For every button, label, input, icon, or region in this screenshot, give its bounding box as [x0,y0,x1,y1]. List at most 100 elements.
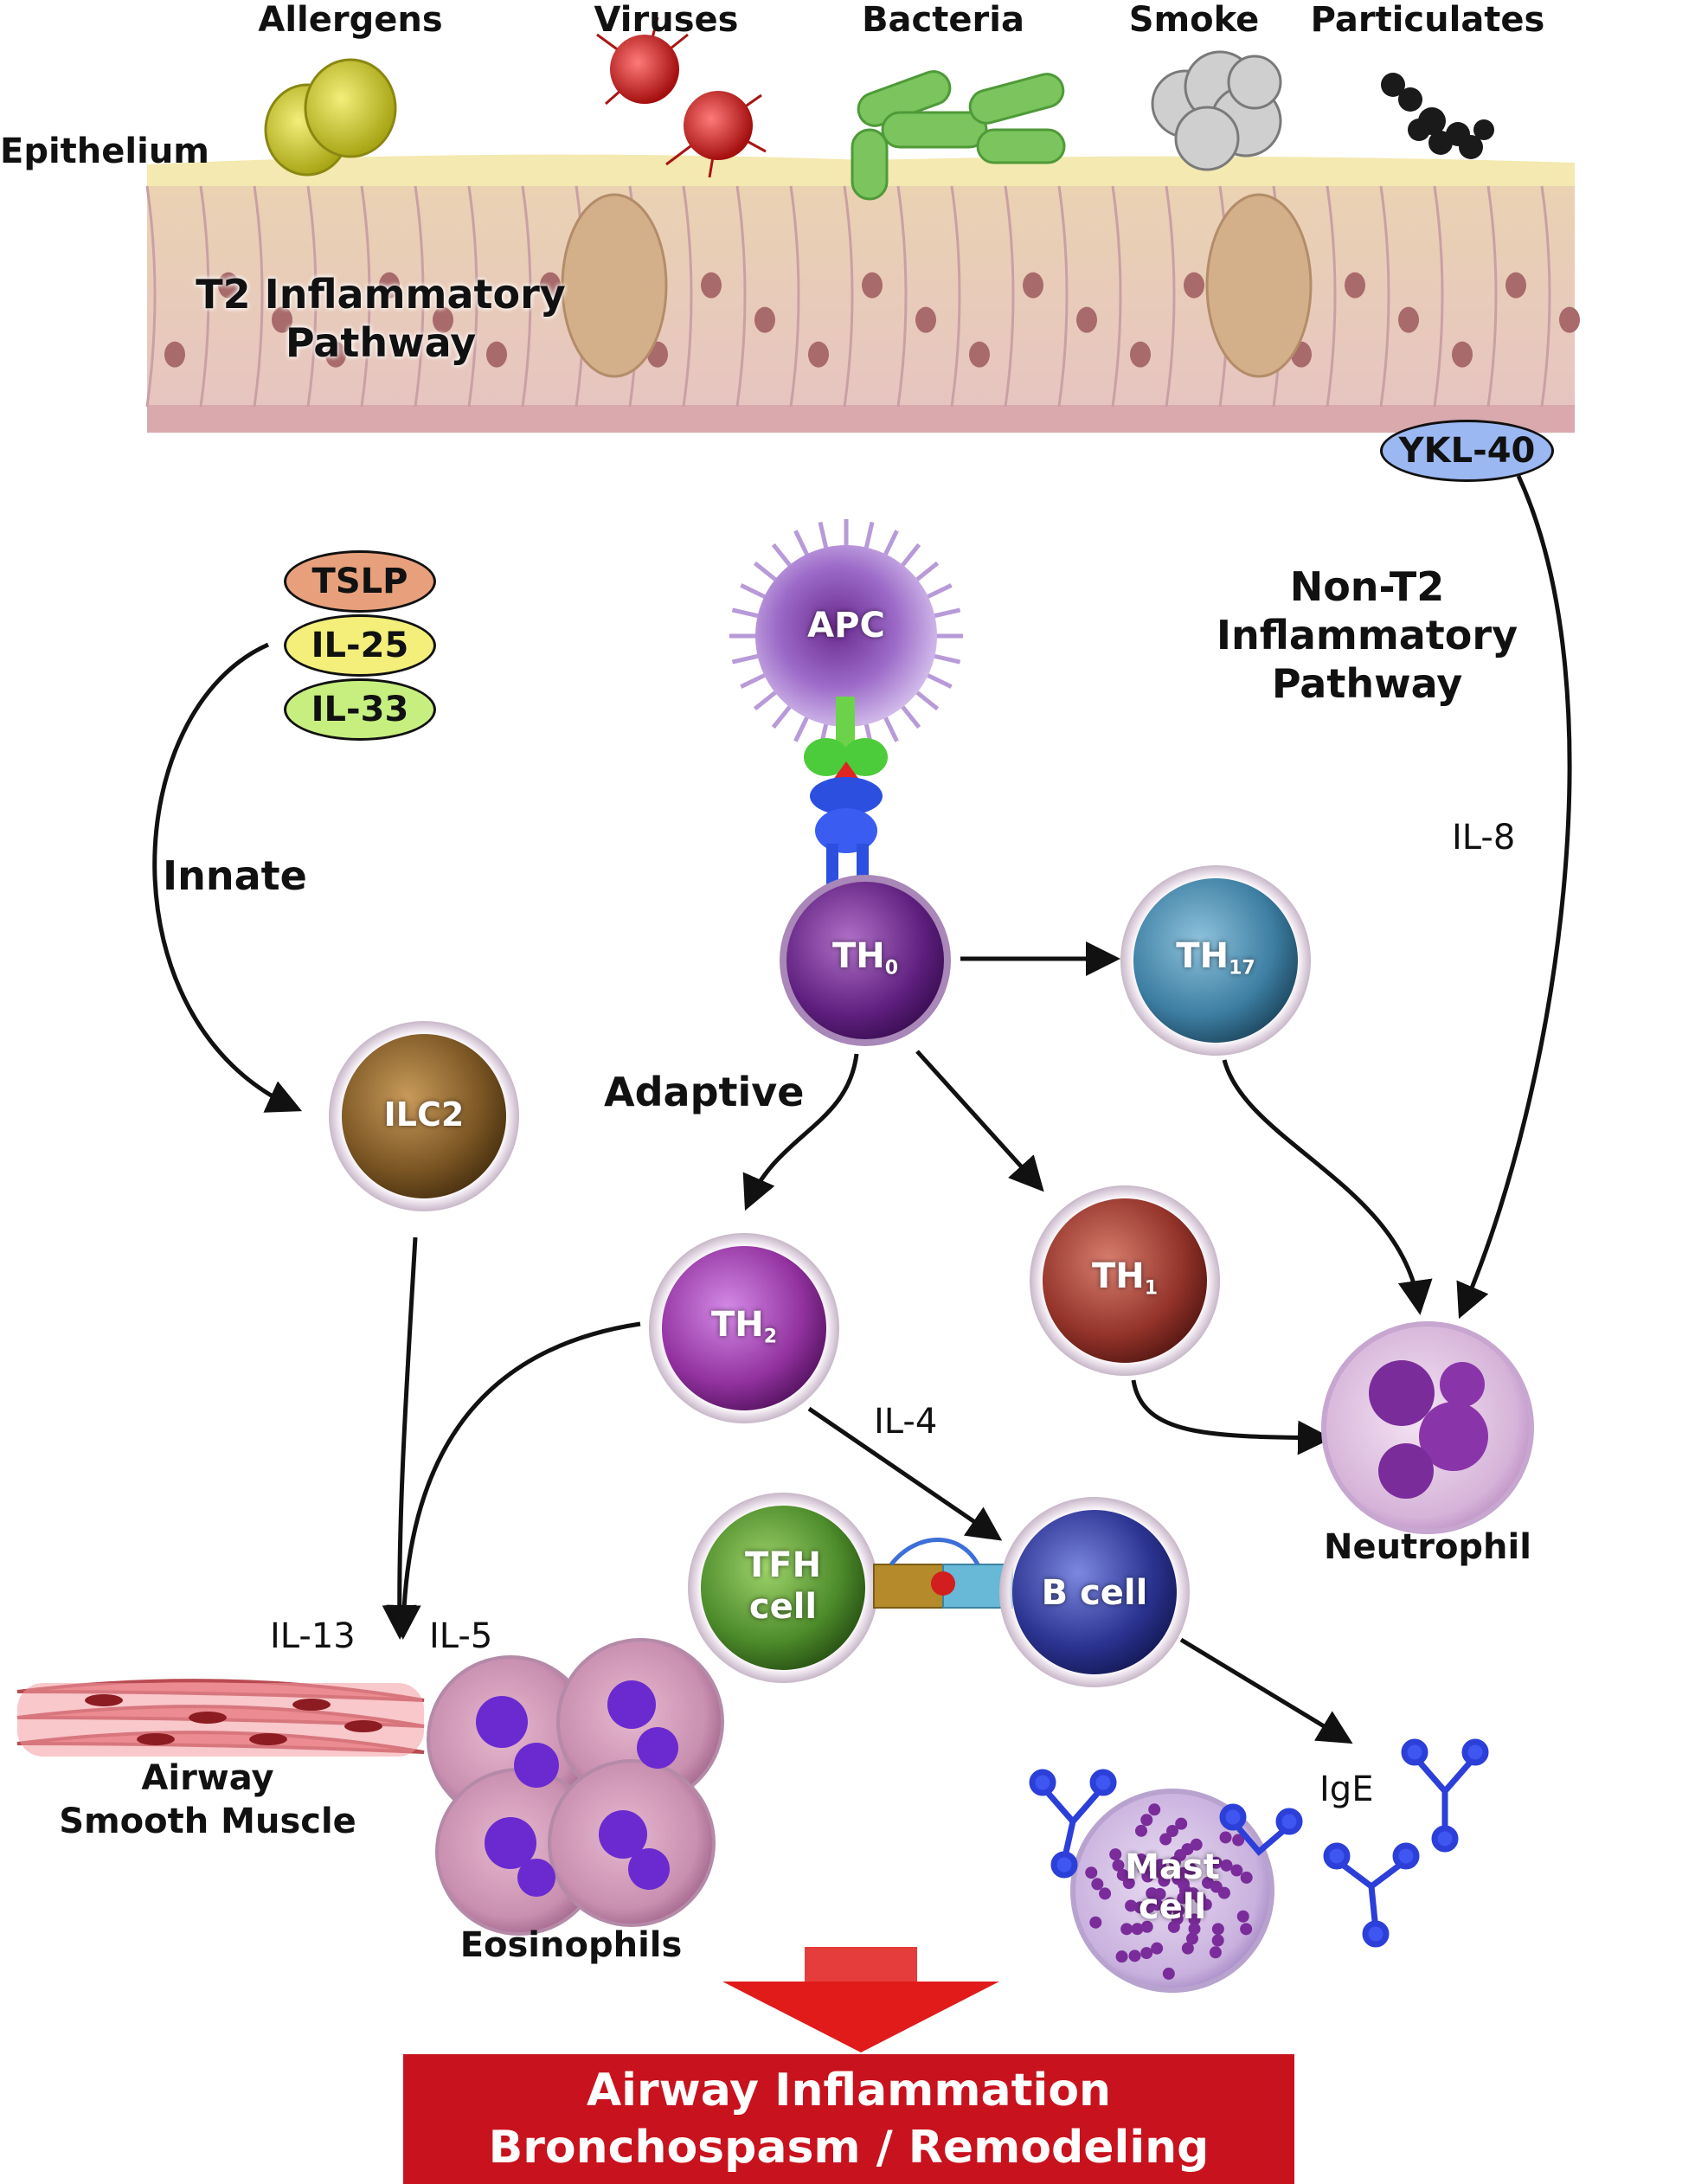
bacteria-icon [851,70,1066,201]
arrows [152,474,1572,1744]
apc-label: APC [807,606,885,646]
il33-pill: IL-33 [284,678,436,741]
il25-pill: IL-25 [284,614,436,677]
epithelial-cell-border [1165,185,1176,408]
mast-label-line1: Mast [1125,1847,1220,1887]
epithelial-cell-border [360,185,371,408]
th0-label: TH0 [805,936,926,980]
epithelial-cell-border [306,185,318,408]
arrow-th2-to-il13 [386,1321,641,1640]
arrow-ykl40-to-neutrophil [1456,474,1572,1320]
mast-granule [1211,1923,1224,1936]
arrow-th2-to-bcell [807,1406,1003,1541]
mast-granule [1134,1853,1147,1866]
epithelial-nucleus [272,306,292,333]
mast-granule [1154,1859,1167,1872]
th17-label-sub: 17 [1229,957,1255,980]
epithelial-cell-border [253,185,264,408]
epithelial-nucleus [379,272,400,299]
ykl40-pill: YKL-40 [1380,420,1554,482]
epithelial-nucleus [540,272,561,299]
particulates-label: Particulates [1310,0,1545,40]
il8-label: IL-8 [1452,818,1516,858]
arrow-ilc2-to-il13 [382,1237,418,1640]
epithelial-cell-border [1540,185,1551,408]
il4-label: IL-4 [874,1402,938,1442]
mast-granule [1181,1942,1194,1955]
mast-granule [1131,1923,1144,1936]
mast-granule [1177,1892,1190,1905]
t2-pathway-line2: Pathway [285,319,477,366]
mast-granule [1188,1923,1201,1936]
ilc2-label: ILC2 [383,1095,465,1134]
mast-granule [1099,1887,1112,1900]
epithelial-cell-border [1379,185,1390,408]
epithelial-cell-border [950,185,961,408]
mast-granule [1142,1900,1155,1913]
mast-granule [1159,1904,1172,1917]
th1-cell [1030,1185,1220,1376]
nont2-pathway-line2: Inflammatory [1216,612,1518,658]
mast-cell [1070,1789,1274,1993]
mast-granule [1151,1942,1164,1955]
mast-granule [1146,1887,1159,1900]
innate-label: Innate [163,852,307,899]
outcome-arrow-icon [722,1947,999,2052]
mast-granule [1166,1825,1178,1837]
th17-cell [1120,865,1311,1056]
mast-granule [1148,1803,1161,1816]
tfh-label-line1: TFH [744,1545,822,1585]
epithelial-nucleus [1398,306,1419,333]
smoke-label: Smoke [1128,0,1260,40]
epithelial-nucleus [915,306,936,333]
arrow-th0-to-th2 [742,1053,859,1211]
muscle-label-line1: Airway [141,1758,274,1798]
epithelial-nucleus [1345,272,1365,299]
epithelium-layer [145,154,1580,434]
arrow-th0-to-th1 [915,1050,1044,1192]
th2-label: TH2 [684,1305,805,1348]
mast-granule [1219,1831,1232,1844]
epithelial-nucleus [701,272,722,299]
epithelial-cell-border [1057,185,1069,408]
th0-cell [780,875,951,1046]
epithelial-cell-border [682,185,693,408]
mast-granule [1240,1923,1253,1936]
mast-granule [1220,1859,1233,1872]
outcome-line2: Bronchospasm / Remodeling [488,2122,1210,2174]
particulates-icon [1381,73,1494,159]
arrow-th1-to-neutrophil [1131,1379,1332,1455]
mast-granule [1125,1899,1138,1912]
mast-granule [1188,1913,1201,1926]
mast-granule [1230,1864,1243,1877]
mast-granule [1089,1916,1102,1929]
allergens-label: Allergens [258,0,443,40]
mast-granule [1091,1878,1104,1891]
bacteria-label: Bacteria [862,0,1024,40]
adaptive-label: Adaptive [604,1069,805,1115]
mast-granule [1134,1824,1147,1837]
il5-label: IL-5 [429,1616,493,1656]
mast-granule [1175,1817,1188,1830]
epithelial-nucleus [1505,272,1526,299]
mast-granule [1112,1859,1125,1872]
epithelial-nucleus [1076,306,1097,333]
epithelial-cell-border [789,185,800,408]
epithelial-nucleus [218,272,239,299]
mast-granule [1211,1934,1224,1947]
epithelial-cell-border [735,185,747,408]
epithelial-cell-border [843,185,854,408]
tfh-label: TFH cell [722,1545,844,1628]
mast-granule [1140,1920,1153,1933]
mast-granule [1199,1898,1212,1911]
mast-granule [1240,1871,1253,1884]
th2-label-sub: 2 [763,1326,778,1348]
epithelial-cell-border [1433,185,1444,408]
epithelial-nucleus [1559,306,1580,333]
ige-label: IgE [1319,1770,1374,1809]
bcell-label: B cell [1041,1573,1148,1613]
th17-label-main: TH [1176,936,1229,976]
t2-pathway-title: T2 Inflammatory Pathway [182,270,580,367]
